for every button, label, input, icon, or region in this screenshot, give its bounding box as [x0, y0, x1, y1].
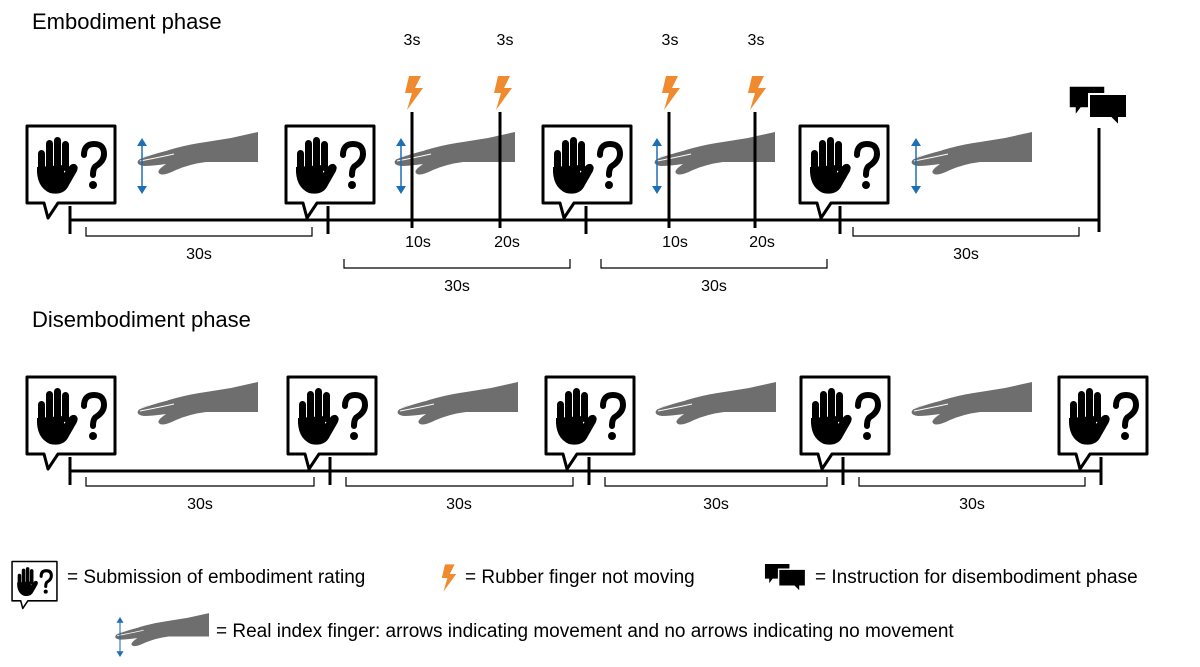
legend-stimulus-label: = Rubber finger not moving	[465, 567, 695, 588]
hand-icon	[137, 131, 259, 175]
rating-icon	[801, 377, 889, 469]
segment-bracket	[345, 477, 574, 487]
hand-icon	[655, 381, 777, 425]
legend-finger-label: = Real index finger: arrows indicating m…	[216, 621, 954, 642]
segment-bracket	[852, 227, 1080, 237]
rating-icon	[288, 377, 376, 469]
instruction-speech-bubbles-icon	[1068, 85, 1128, 127]
hand-icon	[397, 381, 519, 425]
legend-instruction-icon	[763, 562, 807, 593]
segment-bracket	[600, 259, 828, 269]
segment-duration-label: 30s	[701, 278, 727, 295]
segment-bracket	[85, 477, 315, 487]
stim-duration-label: 3s	[748, 32, 765, 49]
segment-bracket	[604, 477, 828, 487]
segment-duration-label: 30s	[444, 278, 470, 295]
arrow-up-down-icon	[136, 137, 148, 195]
legend: = Submission of embodiment rating = Rubb…	[10, 559, 1138, 658]
segment-duration-label: 30s	[959, 496, 985, 513]
segment-duration-label: 30s	[186, 246, 212, 263]
stim-duration-label: 3s	[497, 32, 514, 49]
arrow-up-down-icon	[651, 137, 663, 195]
tick-time-label: 10s	[662, 234, 688, 251]
hand-icon	[137, 381, 259, 425]
segment-duration-label: 30s	[187, 496, 213, 513]
embodiment-title: Embodiment phase	[32, 9, 222, 34]
segment-duration-label: 30s	[953, 246, 979, 263]
lightning-bolt-icon	[748, 76, 766, 110]
stim-duration-label: 3s	[404, 32, 421, 49]
rating-icon	[543, 126, 631, 218]
arrow-up-down-icon	[395, 137, 407, 195]
arrow-up-down-icon	[910, 137, 922, 195]
legend-rating-icon	[10, 559, 59, 611]
segment-bracket	[343, 259, 571, 269]
rating-icon	[27, 126, 115, 218]
legend-hand-icon	[114, 612, 210, 647]
rating-icon	[286, 126, 374, 218]
rating-icon	[546, 377, 634, 469]
rating-icon	[800, 126, 888, 218]
rating-icon	[1059, 377, 1147, 469]
lightning-bolt-icon	[662, 76, 680, 110]
stim-duration-label: 3s	[662, 32, 679, 49]
disembodiment-title: Disembodiment phase	[32, 307, 251, 332]
tick-time-label: 20s	[749, 234, 775, 251]
legend-lightning-bolt-icon	[441, 564, 457, 592]
tick-time-label: 10s	[405, 234, 431, 251]
rating-icon	[27, 377, 115, 469]
hand-icon	[654, 131, 776, 175]
segment-duration-label: 30s	[703, 496, 729, 513]
tick-time-label: 20s	[494, 234, 520, 251]
lightning-bolt-icon	[405, 76, 423, 110]
legend-rating-label: = Submission of embodiment rating	[67, 567, 365, 588]
legend-instruction-label: = Instruction for disembodiment phase	[815, 567, 1138, 588]
segment-duration-label: 30s	[446, 496, 472, 513]
segment-bracket	[85, 227, 313, 237]
hand-icon	[911, 131, 1033, 175]
hand-icon	[911, 381, 1033, 425]
lightning-bolt-icon	[494, 76, 512, 110]
segment-bracket	[858, 477, 1086, 487]
